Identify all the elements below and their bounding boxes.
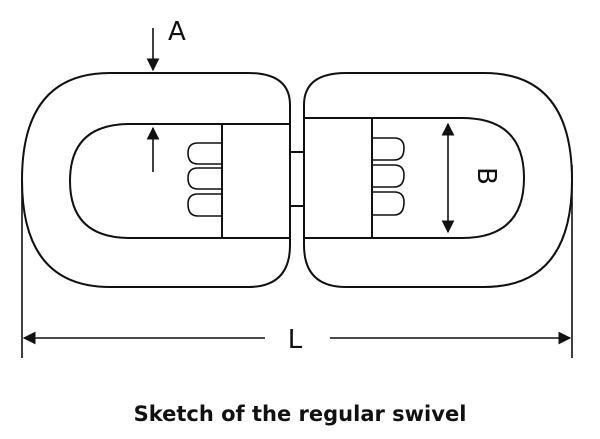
right-eye-outer: [303, 72, 574, 288]
right-thread-bumps: [372, 137, 405, 216]
left-barrel: [221, 123, 291, 239]
left-eye-inner: [68, 123, 223, 239]
right-eye-inner: [371, 117, 526, 239]
dimension-b: B: [441, 122, 501, 234]
center-shaft: [289, 151, 305, 207]
dimension-a-label: A: [168, 17, 186, 47]
dimension-b-label: B: [471, 167, 501, 185]
dimension-l: L: [21, 165, 573, 358]
dimension-a: A: [146, 17, 186, 172]
left-thread-bumps: [187, 142, 222, 217]
right-barrel: [303, 117, 373, 239]
diagram-caption: Sketch of the regular swivel: [133, 402, 467, 426]
dimension-l-label: L: [288, 325, 303, 355]
left-eye-outer: [20, 72, 291, 288]
left-eye: [20, 72, 291, 288]
right-eye: [303, 72, 574, 288]
swivel-sketch: A B L: [20, 17, 574, 358]
